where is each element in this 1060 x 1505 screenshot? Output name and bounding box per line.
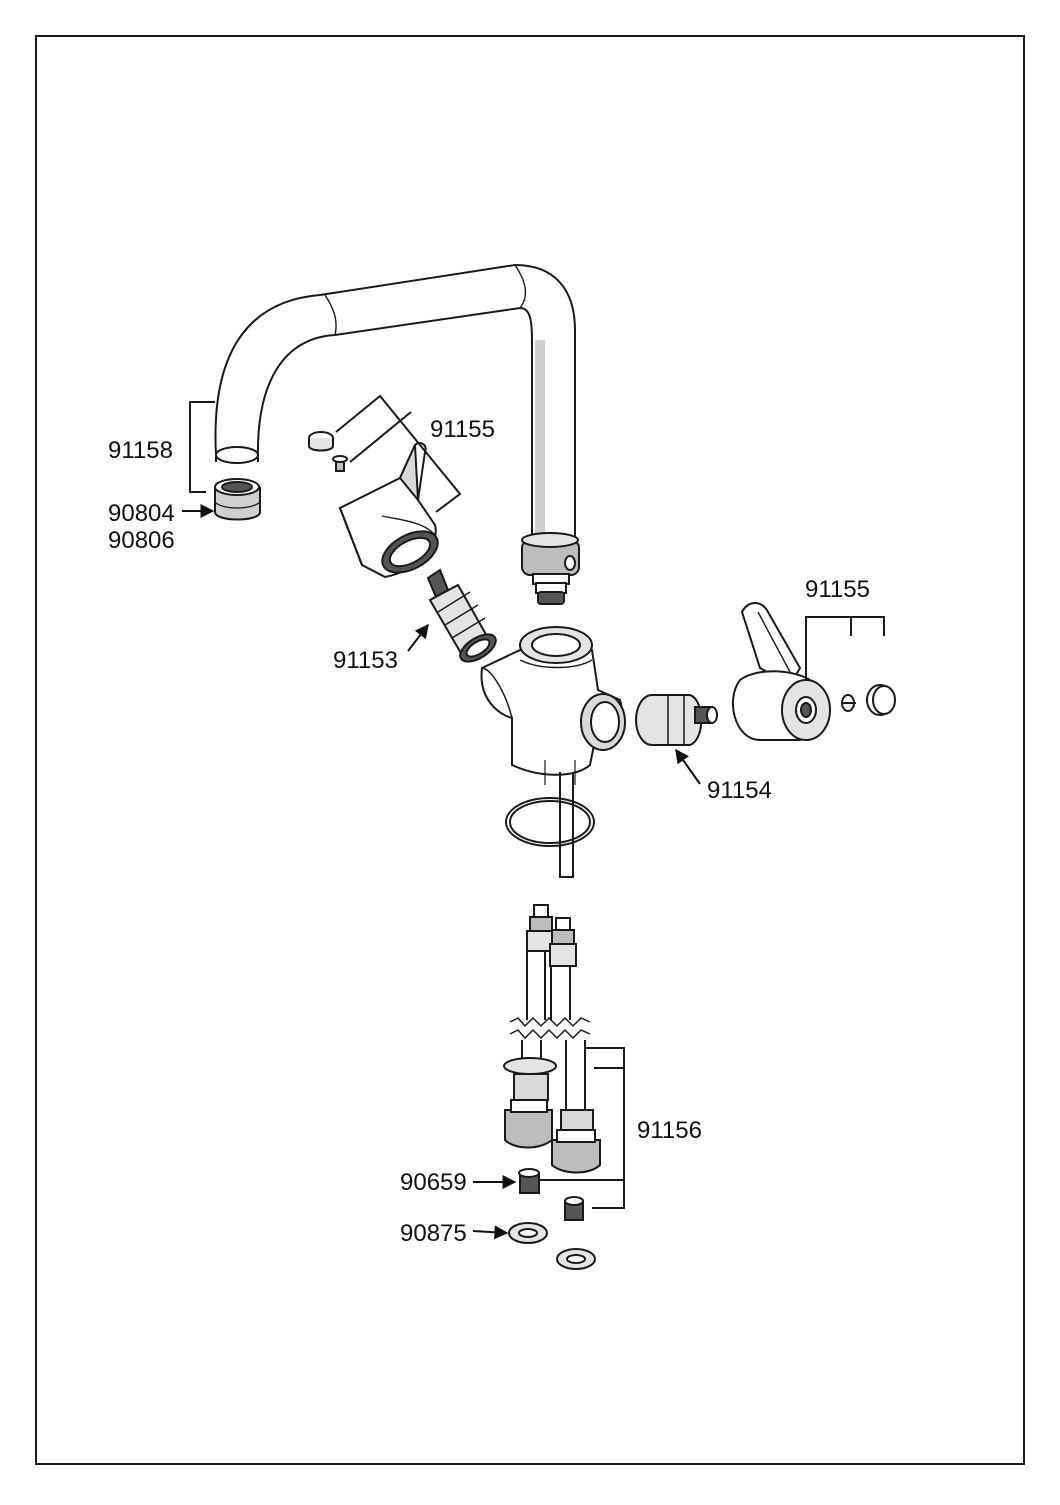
tap-body (480, 626, 626, 785)
spout-tube (214, 263, 576, 545)
label-handle-kit-right: 91155 (805, 576, 870, 603)
bracket-hoses (540, 1047, 625, 1209)
label-aerator-a: 90804 (108, 500, 175, 527)
filter-inserts (518, 1168, 584, 1221)
arrow-washer (472, 1225, 509, 1240)
label-filter-insert: 90659 (400, 1169, 467, 1196)
label-aerator-b: 90806 (108, 527, 175, 554)
handle-kit-right (731, 602, 896, 741)
label-handle-kit-top: 91155 (430, 416, 495, 443)
label-spout: 91158 (108, 437, 173, 464)
bracket-handle-right (805, 616, 885, 680)
label-cartridge-left: 91153 (333, 647, 398, 674)
page-frame (35, 35, 1025, 1465)
washers (508, 1222, 596, 1270)
supply-hoses (503, 904, 601, 1174)
aerator-part (214, 478, 261, 521)
bracket-handle-top (335, 394, 462, 513)
spout-connector (521, 532, 580, 605)
bracket-handle-top-tick (349, 411, 412, 463)
handle-kit-top (308, 431, 439, 579)
bracket-spout (189, 401, 215, 493)
arrow-cartridge-left (407, 623, 429, 652)
threaded-rod (505, 772, 595, 878)
label-hoses: 91156 (637, 1117, 702, 1144)
arrow-cartridge-right (675, 748, 701, 785)
label-washer: 90875 (400, 1220, 467, 1247)
cartridge-left (426, 568, 497, 663)
label-cartridge-right: 91154 (707, 777, 772, 804)
cartridge-right (635, 694, 718, 746)
